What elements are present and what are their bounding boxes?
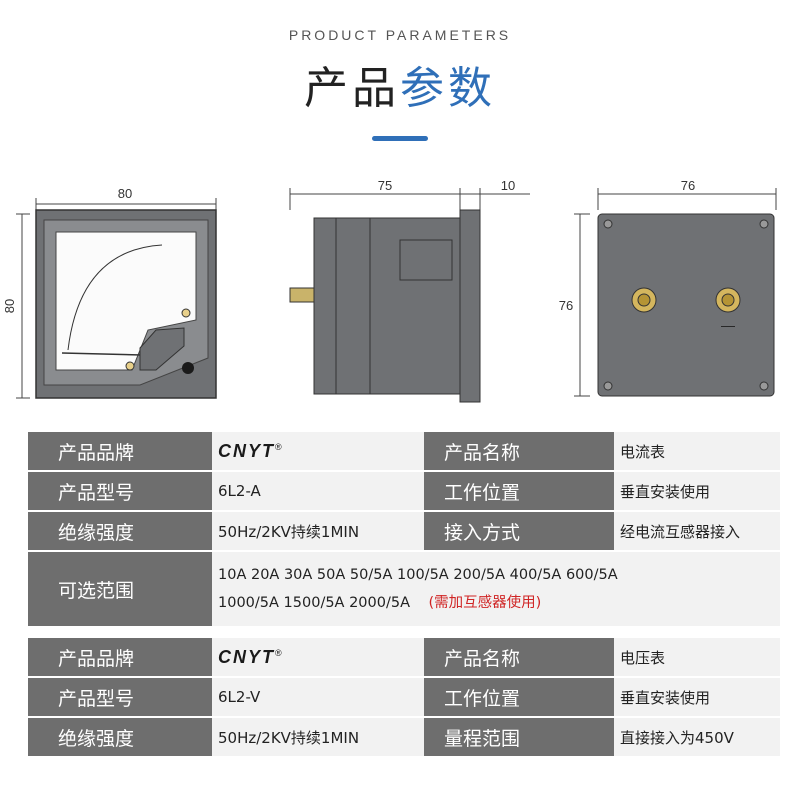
title-part-1: 产品 <box>304 63 400 114</box>
table2-insulation-value: 50Hz/2KV持续1MIN <box>212 718 424 758</box>
table2-measure-value: 直接接入为450V <box>614 718 780 758</box>
table2-model-value: 6L2-V <box>212 678 424 718</box>
back-view-diagram: 76 76 — <box>559 178 777 397</box>
range-note: (需加互感器使用) <box>428 594 542 611</box>
brand-logo: CNYT® <box>218 646 284 667</box>
table1-brand-value: CNYT® <box>212 432 424 472</box>
side-view-diagram: 75 10 <box>289 178 530 403</box>
dimension-diagrams: 80 80 75 10 76 <box>2 178 777 403</box>
table2-name-value: 电压表 <box>614 638 780 678</box>
table1-name-label: 产品名称 <box>424 432 614 472</box>
page-title: 产品参数 <box>0 52 800 116</box>
table2-row-model: 产品型号 6L2-V 工作位置 垂直安装使用 <box>28 678 780 718</box>
table1-model-label: 产品型号 <box>28 472 212 512</box>
table2-measure-label: 量程范围 <box>424 718 614 758</box>
table2-name-label: 产品名称 <box>424 638 614 678</box>
side-flange-label: 10 <box>501 178 515 193</box>
table1-position-label: 工作位置 <box>424 472 614 512</box>
section-subtitle: PRODUCT PARAMETERS <box>288 27 512 43</box>
title-underline <box>372 136 428 141</box>
table1-row-brand: 产品品牌 CNYT® 产品名称 电流表 <box>28 432 780 472</box>
front-view-diagram: 80 80 <box>2 186 217 399</box>
table1-row-range: 可选范围 10A 20A 30A 50A 50/5A 100/5A 200/5A… <box>28 552 780 628</box>
table1-position-value: 垂直安装使用 <box>614 472 780 512</box>
minus-terminal-symbol: — <box>721 317 735 333</box>
table2-position-value: 垂直安装使用 <box>614 678 780 718</box>
range-line-1: 10A 20A 30A 50A 50/5A 100/5A 200/5A 400/… <box>218 566 618 583</box>
table1-insulation-value: 50Hz/2KV持续1MIN <box>212 512 424 552</box>
table2-brand-value: CNYT® <box>212 638 424 678</box>
back-width-label: 76 <box>681 178 695 193</box>
table1-access-value: 经电流互感器接入 <box>614 512 780 552</box>
table1-insulation-label: 绝缘强度 <box>28 512 212 552</box>
table1-row-model: 产品型号 6L2-A 工作位置 垂直安装使用 <box>28 472 780 512</box>
table2-row-insulation: 绝缘强度 50Hz/2KV持续1MIN 量程范围 直接接入为450V <box>28 718 780 758</box>
table1-row-insulation: 绝缘强度 50Hz/2KV持续1MIN 接入方式 经电流互感器接入 <box>28 512 780 552</box>
table2-row-brand: 产品品牌 CNYT® 产品名称 电压表 <box>28 638 780 678</box>
table1-access-label: 接入方式 <box>424 512 614 552</box>
table1-range-label: 可选范围 <box>28 552 212 628</box>
title-part-2: 参数 <box>400 63 496 114</box>
table2-position-label: 工作位置 <box>424 678 614 718</box>
table1-name-value: 电流表 <box>614 432 780 472</box>
table2-insulation-label: 绝缘强度 <box>28 718 212 758</box>
front-width-label: 80 <box>118 186 132 201</box>
front-height-label: 80 <box>2 299 17 313</box>
table1-range-value: 10A 20A 30A 50A 50/5A 100/5A 200/5A 400/… <box>212 552 780 628</box>
table1-model-value: 6L2-A <box>212 472 424 512</box>
back-height-label: 76 <box>559 298 573 313</box>
table2-brand-label: 产品品牌 <box>28 638 212 678</box>
brand-logo: CNYT® <box>218 440 284 461</box>
table1-brand-label: 产品品牌 <box>28 432 212 472</box>
side-depth-label: 75 <box>378 178 392 193</box>
table2-model-label: 产品型号 <box>28 678 212 718</box>
range-line-2: 1000/5A 1500/5A 2000/5A (需加互感器使用) <box>218 594 542 611</box>
